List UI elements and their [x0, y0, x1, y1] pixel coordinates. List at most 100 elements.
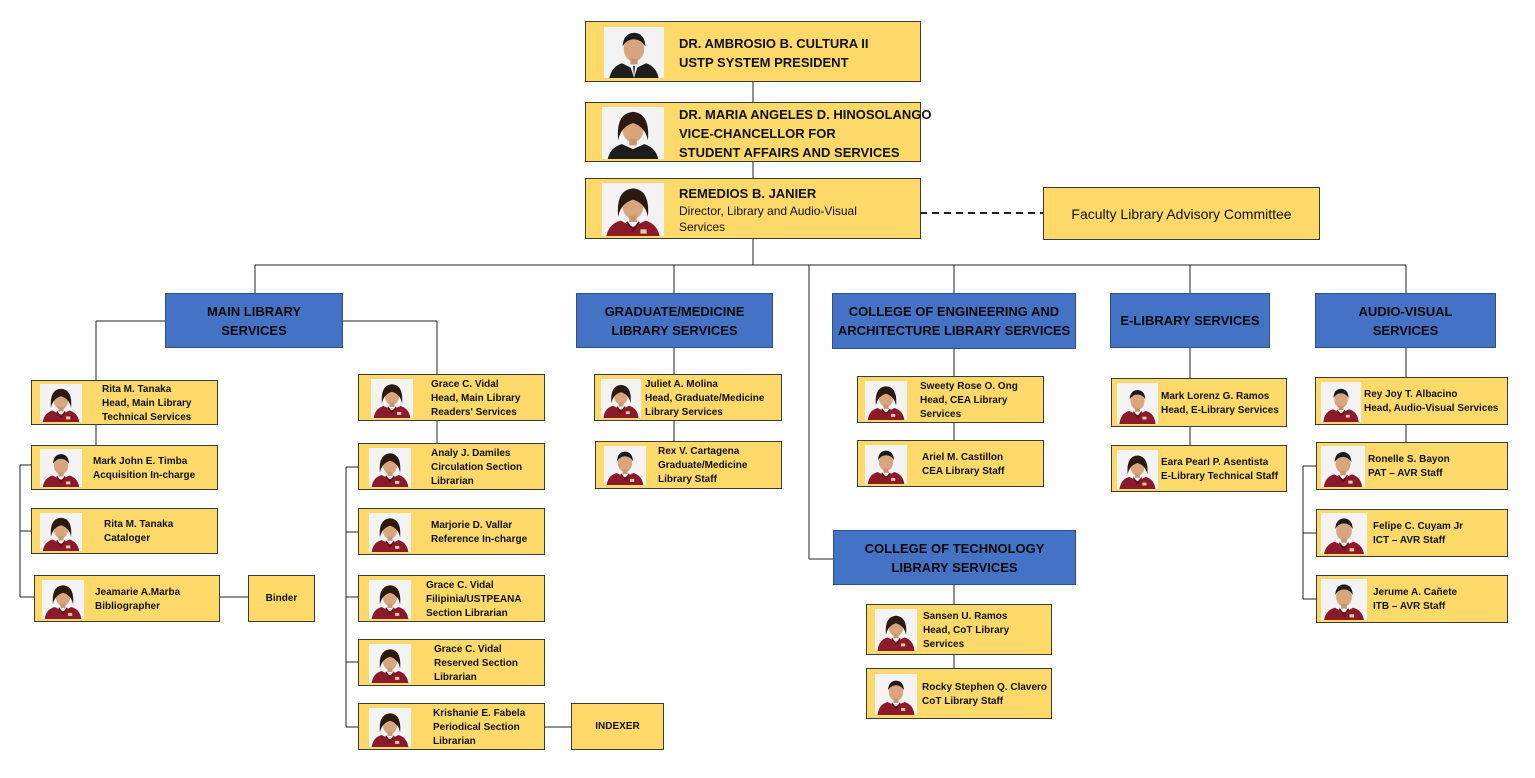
staff-role: Head, Audio-Visual Services: [1364, 403, 1499, 414]
staff-name: Rita M. Tanaka: [102, 383, 172, 395]
staff-role-2: Services: [920, 408, 962, 420]
staff-role-2: Library Services: [645, 406, 723, 418]
staff-photo: [371, 379, 413, 418]
staff-card: Ronelle S. Bayon PAT – AVR Staff: [1316, 442, 1508, 490]
staff-photo: [604, 446, 646, 485]
staff-name: Marjorie D. Vallar: [431, 519, 513, 531]
staff-photo: [1117, 450, 1158, 489]
director-title-2: Services: [679, 220, 726, 234]
staff-role-2: Technical Services: [102, 411, 192, 423]
staff-card: Rita M. Tanaka Head, Main Library Techni…: [31, 380, 218, 425]
staff-card: Jeamarie A.Marba Bibliographer: [34, 575, 220, 622]
staff-role: CEA Library Staff: [922, 465, 1005, 477]
faculty-advisory-committee-box: Faculty Library Advisory Committee: [1043, 187, 1320, 240]
binder-box: Binder: [248, 575, 315, 622]
staff-name: Mark Lorenz G. Ramos: [1161, 390, 1270, 402]
staff-name: Rey Joy T. Albacino: [1364, 389, 1458, 400]
dept-cot-line-2: LIBRARY SERVICES: [891, 559, 1018, 575]
dept-main-library-line-2: SERVICES: [221, 322, 287, 338]
staff-name: Rex V. Cartagena: [658, 446, 740, 457]
staff-role-2: Librarian: [433, 735, 476, 747]
staff-name: Krishanie E. Fabela: [433, 707, 526, 719]
staff-photo: [865, 381, 907, 420]
staff-card: Grace C. Vidal Filipinia/USTPEANA Sectio…: [358, 575, 545, 622]
staff-role: Bibliographer: [95, 600, 161, 612]
staff-photo: [40, 449, 82, 487]
staff-role: Reserved Section: [434, 657, 518, 669]
dept-engineering-line-1: COLLEGE OF ENGINEERING AND: [848, 304, 1060, 319]
president-photo: [604, 27, 664, 78]
staff-photo: [601, 379, 641, 418]
staff-name: Grace C. Vidal: [426, 579, 494, 591]
staff-card: Krishanie E. Fabela Periodical Section L…: [358, 703, 545, 750]
staff-role-2: Library Staff: [658, 474, 717, 485]
dept-graduate-medicine: GRADUATE/MEDICINE LIBRARY SERVICES: [576, 293, 773, 348]
faculty-advisory-committee-label: Faculty Library Advisory Committee: [1071, 205, 1292, 222]
staff-card: Rocky Stephen Q. Clavero CoT Library Sta…: [866, 668, 1052, 719]
staff-photo: [40, 513, 82, 551]
staff-photo: [42, 580, 84, 619]
staff-card: Juliet A. Molina Head, Graduate/Medicine…: [594, 374, 782, 421]
staff-photo: [40, 384, 82, 422]
staff-photo: [369, 708, 411, 747]
indexer-box: INDEXER: [571, 703, 664, 750]
vice-chancellor-name: DR. MARIA ANGELES D. HINOSOLANGO: [679, 106, 932, 122]
staff-card: Rex V. Cartagena Graduate/Medicine Libra…: [595, 441, 782, 489]
dept-engineering-architecture: COLLEGE OF ENGINEERING AND ARCHITECTURE …: [832, 293, 1076, 349]
staff-role: Head, E-Library Services: [1161, 404, 1279, 416]
staff-photo: [369, 580, 411, 619]
staff-role: Head, CEA Library: [920, 394, 1008, 406]
staff-card: Sansen U. Ramos Head, CoT Library Servic…: [866, 604, 1052, 655]
dept-audio-visual-line-2: SERVICES: [1372, 322, 1439, 338]
president-name: DR. AMBROSIO B. CULTURA II: [679, 35, 869, 51]
staff-role: Reference In-charge: [431, 533, 528, 545]
staff-photo: [1321, 446, 1365, 487]
staff-role: Head, CoT Library: [923, 624, 1010, 636]
staff-role-2: Librarian: [434, 671, 477, 683]
staff-role: E-Library Technical Staff: [1161, 470, 1279, 482]
dept-college-of-technology: COLLEGE OF TECHNOLOGY LIBRARY SERVICES: [833, 530, 1076, 585]
staff-card: Ariel M. Castillon CEA Library Staff: [857, 440, 1044, 487]
staff-name: Eara Pearl P. Asentista: [1161, 456, 1269, 468]
staff-card: Mark John E. Timba Acquisition In-charge: [31, 445, 218, 490]
staff-card: Jerume A. Cañete ITB – AVR Staff: [1316, 575, 1508, 623]
staff-name: Mark John E. Timba: [93, 455, 188, 467]
staff-card: Sweety Rose O. Ong Head, CEA Library Ser…: [857, 376, 1044, 423]
vice-chancellor-title: VICE-CHANCELLOR FOR: [679, 125, 836, 141]
staff-role: Periodical Section: [433, 721, 520, 733]
director-photo: [602, 183, 664, 236]
staff-role-2: Librarian: [431, 475, 474, 487]
staff-name: Ronelle S. Bayon: [1368, 454, 1450, 465]
staff-role-2: Services: [923, 638, 965, 650]
staff-name: Rita M. Tanaka: [104, 519, 174, 530]
dept-main-library: MAIN LIBRARY SERVICES: [165, 293, 343, 348]
staff-photo: [875, 674, 917, 715]
staff-card: Rey Joy T. Albacino Head, Audio-Visual S…: [1315, 377, 1508, 425]
staff-role: Head, Main Library: [102, 397, 192, 409]
staff-photo: [1321, 513, 1367, 554]
staff-role: Acquisition In-charge: [93, 469, 196, 481]
dept-e-library-line-1: E-LIBRARY SERVICES: [1120, 313, 1260, 328]
director-box: REMEDIOS B. JANIER Director, Library and…: [585, 178, 921, 239]
staff-card: Eara Pearl P. Asentista E-Library Techni…: [1111, 445, 1287, 492]
staff-name: Sansen U. Ramos: [923, 610, 1008, 622]
staff-name: Juliet A. Molina: [645, 378, 718, 390]
staff-name: Rocky Stephen Q. Clavero: [922, 681, 1048, 693]
staff-name: Jerume A. Cañete: [1373, 587, 1458, 598]
dept-graduate-medicine-line-1: GRADUATE/MEDICINE: [604, 303, 745, 319]
staff-role: CoT Library Staff: [922, 695, 1004, 707]
president-box: DR. AMBROSIO B. CULTURA II USTP SYSTEM P…: [585, 21, 921, 82]
director-title: Director, Library and Audio-Visual: [679, 204, 857, 218]
staff-role: PAT – AVR Staff: [1368, 468, 1443, 479]
staff-role: Head, Main Library: [431, 392, 521, 404]
vice-chancellor-title-2: STUDENT AFFAIRS AND SERVICES: [679, 144, 900, 160]
staff-photo: [865, 445, 907, 484]
staff-photo: [369, 644, 411, 683]
president-title: USTP SYSTEM PRESIDENT: [679, 54, 849, 70]
staff-photo: [1321, 579, 1367, 620]
staff-role-2: Readers' Services: [431, 406, 517, 418]
dept-graduate-medicine-line-2: LIBRARY SERVICES: [611, 322, 738, 338]
dept-audio-visual-line-1: AUDIO-VISUAL: [1358, 303, 1453, 319]
staff-role: ITB – AVR Staff: [1373, 601, 1446, 612]
staff-photo: [1117, 383, 1158, 424]
